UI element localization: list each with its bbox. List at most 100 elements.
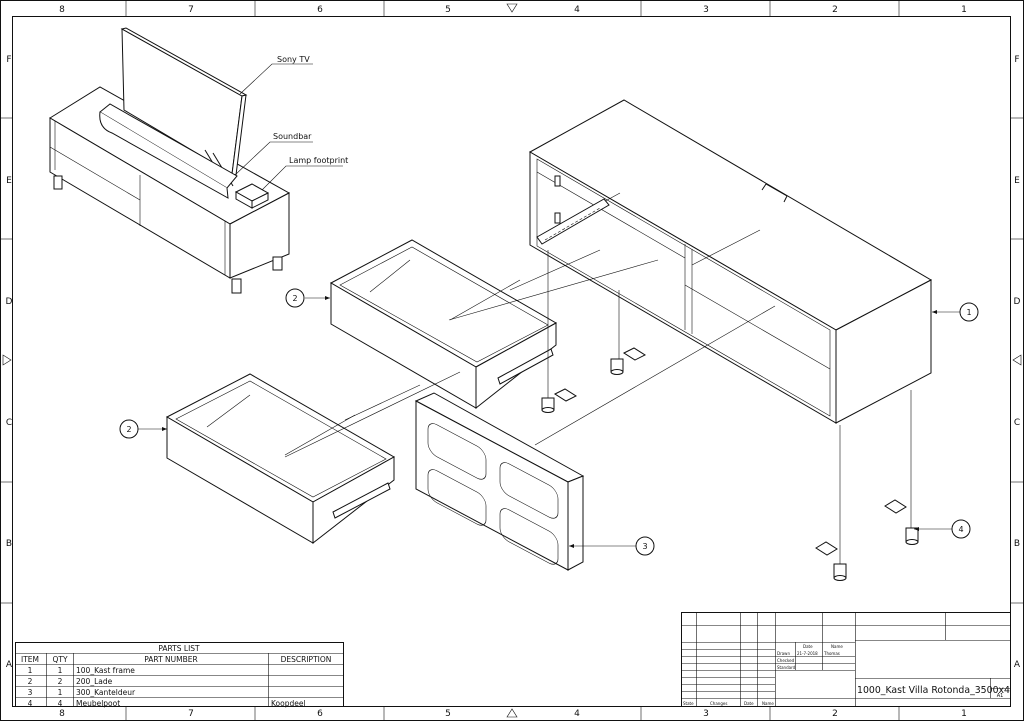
- center-mark-left: [2, 354, 12, 366]
- drawer-upper: [329, 239, 558, 410]
- row-item: 1: [28, 666, 33, 675]
- drawer-lower-runner: [332, 482, 391, 519]
- row-item: 2: [28, 677, 33, 686]
- zone-top-8: 8: [59, 5, 65, 15]
- foot: [884, 390, 919, 545]
- header-qty: QTY: [52, 655, 67, 664]
- zone-left-B: B: [6, 539, 12, 549]
- zone-right-F: F: [1014, 55, 1019, 65]
- zone-left-D: D: [6, 297, 13, 307]
- balloon-2-upper: [285, 288, 305, 308]
- row-part: 200_Lade: [76, 677, 113, 686]
- balloon-4: [951, 519, 971, 539]
- zone-left-F: F: [6, 55, 11, 65]
- title-block: [681, 612, 1011, 707]
- balloon-2-lower: [119, 419, 139, 439]
- balloon-label: 2: [126, 425, 131, 434]
- title-drawn-date: 21-7-2018: [797, 651, 818, 656]
- header-item: ITEM: [21, 655, 39, 664]
- tv-callout: Sony TV: [277, 55, 310, 64]
- title-footer-name: Name: [762, 701, 774, 706]
- zone-numbers: 8 7 6 5 4 3 2 1 8 7 6 5 4 3 2 1 F E D C …: [6, 5, 1021, 719]
- balloon-label: 3: [642, 542, 647, 551]
- row-part: 100_Kast frame: [76, 666, 135, 675]
- zone-top-3: 3: [703, 5, 709, 15]
- lamp-callout: Lamp footprint: [289, 156, 348, 165]
- parts-list: [15, 642, 344, 707]
- zone-left-E: E: [6, 176, 12, 186]
- balloon-3: [635, 536, 655, 556]
- tilt-door: [414, 392, 585, 571]
- zone-right-C: C: [1014, 418, 1020, 428]
- row-part: 300_Kanteldeur: [76, 688, 136, 697]
- cabinet-feet: [541, 250, 919, 581]
- foot: [815, 425, 847, 581]
- zone-left-C: C: [6, 418, 12, 428]
- hinge-rail: [536, 198, 610, 245]
- drawing-title: 1000_Kast Villa Rotonda_3500x4: [857, 685, 1010, 696]
- header-description: DESCRIPTION: [281, 655, 332, 664]
- header-part-number: PART NUMBER: [144, 655, 197, 664]
- title-row-standard: Standard: [777, 665, 796, 670]
- trace-lines: [284, 249, 776, 458]
- balloon-label: 2: [292, 294, 297, 303]
- zone-right-B: B: [1014, 539, 1020, 549]
- balloon-label: 1: [966, 308, 971, 317]
- drawer-lower: [165, 373, 396, 545]
- title-footer-state: State: [683, 701, 694, 706]
- zone-bottom-2: 2: [832, 709, 838, 719]
- zone-top-1: 1: [961, 5, 967, 15]
- row-item: 3: [28, 688, 33, 697]
- center-mark-bottom: [506, 708, 518, 718]
- zone-top-6: 6: [317, 5, 323, 15]
- center-mark-right: [1012, 354, 1022, 366]
- soundbar-callout: Soundbar: [273, 132, 312, 141]
- zone-bottom-4: 4: [574, 709, 580, 719]
- title-col-date: Date: [803, 644, 813, 649]
- title-drawn-name: Thomas: [823, 651, 840, 656]
- zone-bottom-3: 3: [703, 709, 709, 719]
- zone-top-2: 2: [832, 5, 838, 15]
- row-qty: 2: [58, 677, 63, 686]
- balloon-1: [959, 302, 979, 322]
- zone-bottom-6: 6: [317, 709, 323, 719]
- inner-frame: [12, 16, 1011, 707]
- row-qty: 4: [58, 699, 63, 708]
- preview-foot: [53, 175, 63, 190]
- preview-foot: [272, 256, 283, 271]
- zone-bottom-7: 7: [188, 709, 194, 719]
- foot: [610, 290, 647, 375]
- center-mark-top: [506, 3, 518, 13]
- cabinet-frame: [528, 99, 933, 424]
- foot: [541, 250, 578, 413]
- cabinet-front: [529, 151, 837, 424]
- row-qty: 1: [58, 688, 63, 697]
- preview-foot: [231, 278, 242, 294]
- title-row-drawn: Drawn: [777, 651, 790, 656]
- zone-bottom-5: 5: [445, 709, 451, 719]
- row-desc: Koopdeel: [271, 699, 306, 708]
- title-footer-date: Date: [744, 701, 754, 706]
- zone-left-A: A: [6, 660, 13, 670]
- row-qty: 1: [58, 666, 63, 675]
- row-part: Meubelpoot: [76, 699, 120, 708]
- zone-right-A: A: [1014, 660, 1021, 670]
- zone-bottom-1: 1: [961, 709, 967, 719]
- balloon-label: 4: [958, 525, 963, 534]
- balloons: [119, 288, 979, 556]
- zone-top-5: 5: [445, 5, 451, 15]
- drawer-upper-runner: [497, 348, 554, 385]
- title-col-name: Name: [831, 644, 843, 649]
- zone-top-4: 4: [574, 5, 580, 15]
- parts-list-title: PARTS LIST: [158, 644, 200, 653]
- title-row-checked: Checked: [777, 658, 795, 663]
- title-footer-changes: Changes: [710, 701, 727, 706]
- cabinet-handle: [761, 183, 788, 203]
- zone-top-7: 7: [188, 5, 194, 15]
- preview-assembly: [49, 27, 343, 294]
- zone-bottom-8: 8: [59, 709, 65, 719]
- row-item: 4: [28, 699, 33, 708]
- zone-right-D: D: [1014, 297, 1021, 307]
